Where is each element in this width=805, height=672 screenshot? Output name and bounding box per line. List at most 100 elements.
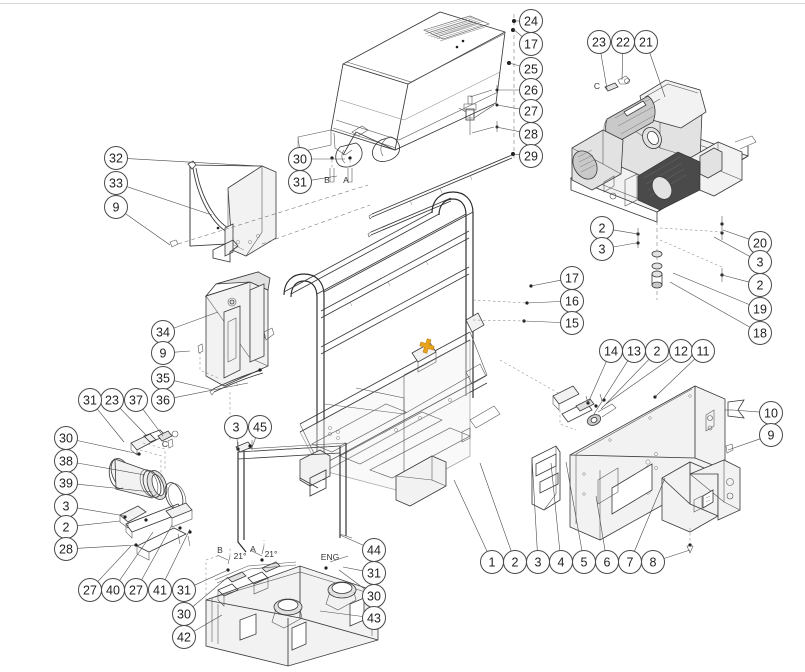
callout-bubble-30[interactable]: 30 (54, 426, 78, 450)
callout-leader (654, 358, 695, 398)
callout-bubble-25[interactable]: 25 (519, 57, 543, 81)
callout-bubble-11[interactable]: 11 (691, 339, 715, 363)
callout-bubble-2[interactable]: 2 (54, 515, 78, 539)
callout-bubble-27[interactable]: 27 (519, 99, 543, 123)
callout-number: 22 (616, 36, 630, 50)
callout-bubble-13[interactable]: 13 (622, 339, 646, 363)
callout-bubble-31[interactable]: 31 (288, 170, 312, 194)
callout-number: 5 (581, 556, 588, 570)
callout-bubble-ring (645, 339, 669, 363)
callout-number: 27 (129, 584, 143, 598)
callout-bubble-33[interactable]: 33 (104, 171, 128, 195)
callout-bubble-3[interactable]: 3 (54, 494, 78, 518)
callout-bubble-4[interactable]: 4 (549, 550, 573, 574)
callout-bubble-ring (124, 388, 148, 412)
callout-bubble-3[interactable]: 3 (224, 415, 248, 439)
callout-leader (496, 104, 520, 110)
callout-bubble-43[interactable]: 43 (362, 606, 386, 630)
callout-bubble-35[interactable]: 35 (151, 366, 175, 390)
callout-bubble-15[interactable]: 15 (560, 311, 584, 335)
callout-bubble-23[interactable]: 23 (100, 388, 124, 412)
callout-number: 16 (565, 295, 579, 309)
callout-bubble-12[interactable]: 12 (669, 339, 693, 363)
callout-bubble-30[interactable]: 30 (172, 602, 196, 626)
callout-bubble-3[interactable]: 3 (590, 237, 614, 261)
callout-bubble-ring (587, 30, 611, 54)
callout-bubble-2[interactable]: 2 (503, 550, 527, 574)
callout-leader (512, 28, 523, 37)
callout-bubble-30[interactable]: 30 (362, 584, 386, 608)
callout-bubble-23[interactable]: 23 (587, 30, 611, 54)
callout-bubble-42[interactable]: 42 (172, 625, 196, 649)
callout-bubble-27[interactable]: 27 (78, 578, 102, 602)
callout-leader (713, 236, 751, 257)
callout-leader (621, 53, 623, 81)
callout-bubble-3[interactable]: 3 (748, 250, 772, 274)
callout-bubble-ring (54, 537, 78, 561)
callout-bubble-16[interactable]: 16 (560, 289, 584, 313)
callout-bubble-2[interactable]: 2 (590, 216, 614, 240)
callout-bubble-8[interactable]: 8 (641, 550, 665, 574)
callout-bubble-18[interactable]: 18 (748, 321, 772, 345)
callout-bubble-3[interactable]: 3 (526, 550, 550, 574)
callout-bubble-34[interactable]: 34 (151, 320, 175, 344)
callout-number: 31 (177, 584, 191, 598)
callout-bubble-40[interactable]: 40 (101, 578, 125, 602)
right-side-panel (569, 385, 745, 541)
callout-bubble-37[interactable]: 37 (124, 388, 148, 412)
callout-bubble-32[interactable]: 32 (104, 146, 128, 170)
callout-leader (600, 53, 608, 90)
callout-bubble-5[interactable]: 5 (572, 550, 596, 574)
callout-bubble-29[interactable]: 29 (519, 144, 543, 168)
callout-leader (634, 477, 666, 552)
callout-bubble-45[interactable]: 45 (248, 415, 272, 439)
callout-leader (77, 544, 137, 549)
callout-bubble-6[interactable]: 6 (595, 550, 619, 574)
callout-leader (127, 158, 260, 167)
callout-number: 15 (565, 317, 579, 331)
callout-bubble-26[interactable]: 26 (519, 78, 543, 102)
callout-bubble-31[interactable]: 31 (362, 561, 386, 585)
callout-bubble-39[interactable]: 39 (54, 471, 78, 495)
callout-bubble-17[interactable]: 17 (519, 32, 543, 56)
callout-bubble-27[interactable]: 27 (124, 578, 148, 602)
callout-bubble-31[interactable]: 31 (78, 388, 102, 412)
callout-bubble-9[interactable]: 9 (151, 341, 175, 365)
air-duct-shroud (169, 160, 371, 263)
hood-vent-panel (423, 15, 490, 42)
control-panel-box (197, 271, 275, 440)
callout-bubble-ring (151, 341, 175, 365)
callout-bubble-1[interactable]: 1 (480, 550, 504, 574)
callout-leader (173, 311, 219, 329)
callout-bubble-17[interactable]: 17 (560, 266, 584, 290)
callout-bubble-10[interactable]: 10 (759, 401, 783, 425)
callout-number: 41 (153, 584, 167, 598)
callout-bubble-21[interactable]: 21 (634, 30, 658, 54)
callout-bubble-38[interactable]: 38 (54, 449, 78, 473)
callout-bubble-20[interactable]: 20 (748, 231, 772, 255)
callout-number: 4 (558, 556, 565, 570)
callout-bubble-31[interactable]: 31 (172, 578, 196, 602)
callout-leader (77, 507, 126, 517)
callout-bubble-2[interactable]: 2 (748, 273, 772, 297)
callout-bubble-24[interactable]: 24 (519, 9, 543, 33)
callout-bubble-14[interactable]: 14 (599, 339, 623, 363)
callout-bubble-44[interactable]: 44 (362, 538, 386, 562)
callout-bubble-19[interactable]: 19 (748, 297, 772, 321)
callout-bubble-28[interactable]: 28 (54, 537, 78, 561)
callout-number: 21 (639, 36, 653, 50)
callout-bubble-ring (151, 388, 175, 412)
callout-bubble-7[interactable]: 7 (618, 550, 642, 574)
callout-bubble-22[interactable]: 22 (611, 30, 635, 54)
annotation-label: B (324, 175, 330, 185)
callout-bubble-9[interactable]: 9 (759, 423, 783, 447)
callout-bubble-30[interactable]: 30 (288, 147, 312, 171)
callout-bubble-28[interactable]: 28 (519, 122, 543, 146)
callout-leader (672, 272, 750, 305)
callout-bubble-41[interactable]: 41 (148, 578, 172, 602)
callout-bubble-2[interactable]: 2 (645, 339, 669, 363)
callout-number: 23 (105, 394, 119, 408)
callout-bubble-36[interactable]: 36 (151, 388, 175, 412)
callout-bubble-9[interactable]: 9 (104, 195, 128, 219)
callout-leader (193, 614, 223, 632)
